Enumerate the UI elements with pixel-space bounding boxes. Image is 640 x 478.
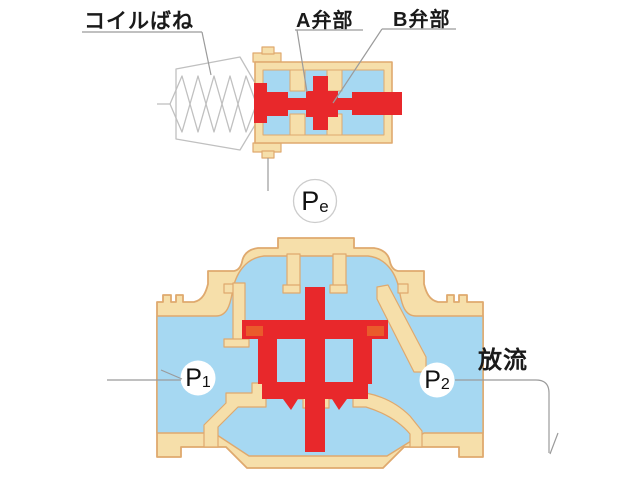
spring-envelope [175,56,259,151]
leader-p1 [107,369,183,381]
p2-sub: 2 [440,376,450,393]
p1-sub: 1 [201,374,211,391]
valve-a-label: A弁部 [296,10,354,32]
valve-yoke [242,320,388,339]
pe-sub: e [319,196,329,216]
seal-right [367,326,384,336]
main-valve-diagram [156,237,484,469]
seat-channel-right [352,382,423,448]
p1-circle [180,360,216,396]
pilot-valve-diagram [157,46,402,224]
leader-discharge [455,379,559,455]
main-valve-stem-assembly [242,287,388,452]
valve-b-part [352,92,402,115]
leader-coil-spring [82,31,212,76]
spring-zigzag-front [169,75,256,133]
p1-main: P [185,363,202,392]
valve-disc [262,382,368,399]
main-valve-internals [203,253,427,448]
seat-weir-left [203,382,267,448]
pilot-valve-spool [254,76,402,130]
leader-lines [82,28,559,455]
spring-zigzag-back [169,75,256,133]
pe-circle [292,178,338,224]
p2-main: P [424,365,441,394]
valve-b-label: B弁部 [393,9,451,31]
leader-valve-a [295,29,363,93]
coil-spring [157,56,259,151]
p2-circle [419,362,455,398]
guide-foot-right [329,284,348,294]
coil-spring-label: コイルばね [84,10,194,33]
leader-valve-b [332,28,456,104]
bonnet-hook-right [397,283,409,294]
valve-stem [305,287,325,452]
cage-bracket-left [223,338,250,348]
pe-main: P [301,185,320,216]
discharge-label: 放流 [478,347,528,374]
seal-left [246,326,263,336]
valve-a-part [313,76,328,130]
guide-foot-left [282,284,301,294]
